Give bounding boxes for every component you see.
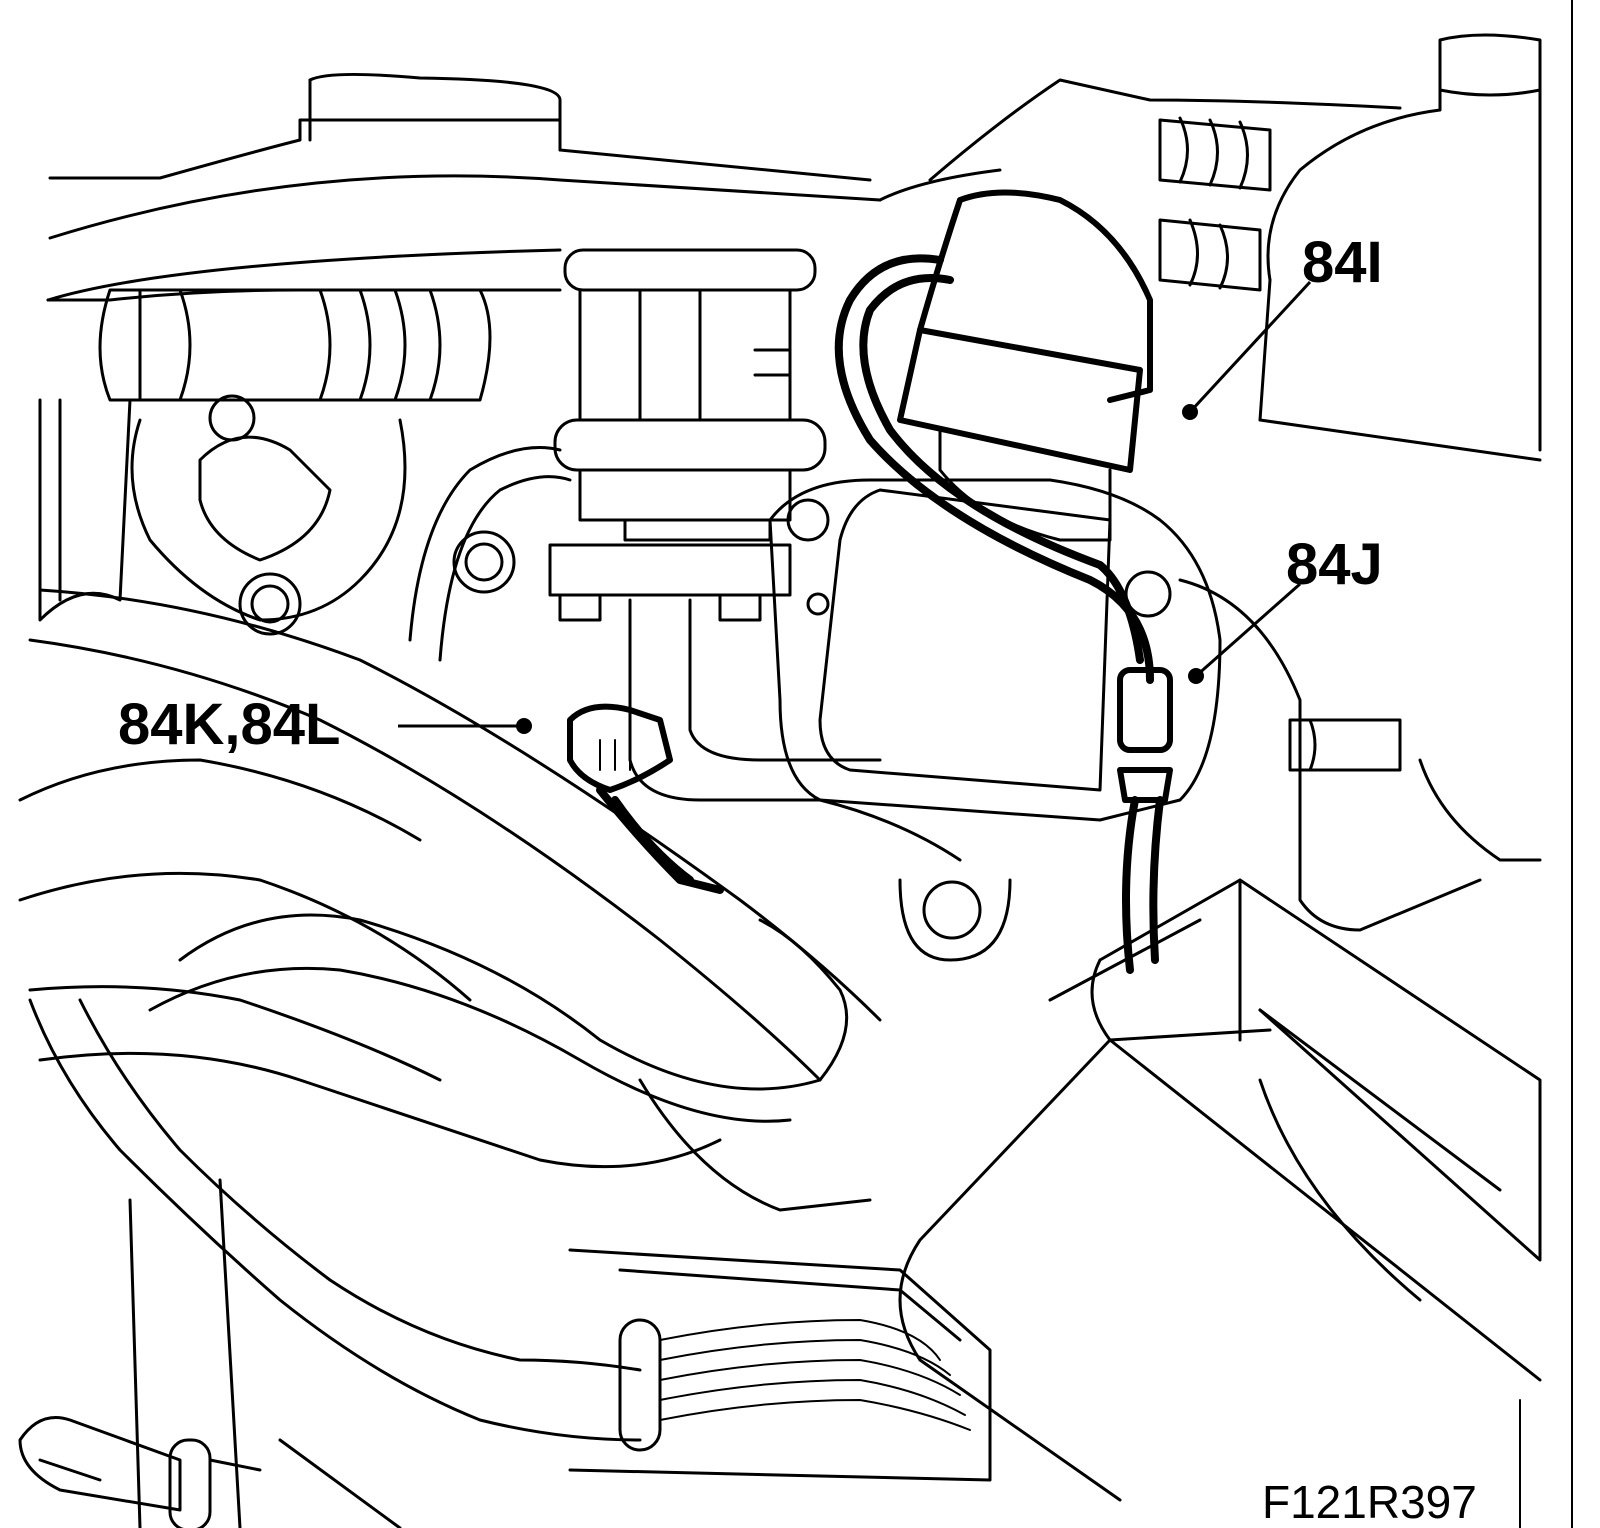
sensor-housing bbox=[897, 189, 1153, 542]
wiring-loom bbox=[28, 998, 992, 1482]
callout-leader-84j bbox=[1188, 582, 1301, 684]
throttle-plate bbox=[768, 478, 1222, 962]
connector-84kl bbox=[567, 703, 724, 894]
callout-leader-84i bbox=[1182, 280, 1312, 420]
callout-label-84i: 84I bbox=[1302, 230, 1383, 295]
left-hose bbox=[98, 288, 492, 402]
right-pipes bbox=[1158, 116, 1542, 932]
intake-manifold bbox=[46, 72, 1402, 302]
egr-pipe bbox=[408, 446, 962, 862]
egr-valve bbox=[548, 248, 827, 622]
lower-tubes bbox=[18, 588, 882, 1169]
harness-duct bbox=[898, 878, 1542, 1502]
callout-label-84kl: 84K,84L bbox=[118, 692, 340, 757]
engine-block-left bbox=[38, 394, 516, 636]
lower-detail bbox=[128, 1078, 1422, 1528]
callout-label-84j: 84J bbox=[1286, 532, 1383, 597]
figure-code: F121R397 bbox=[1262, 1476, 1477, 1528]
callout-leader-84kl bbox=[398, 718, 532, 734]
coolant-reservoir bbox=[1258, 33, 1542, 462]
frame-edge bbox=[1519, 0, 1573, 1528]
sensor-wire bbox=[834, 254, 1173, 974]
